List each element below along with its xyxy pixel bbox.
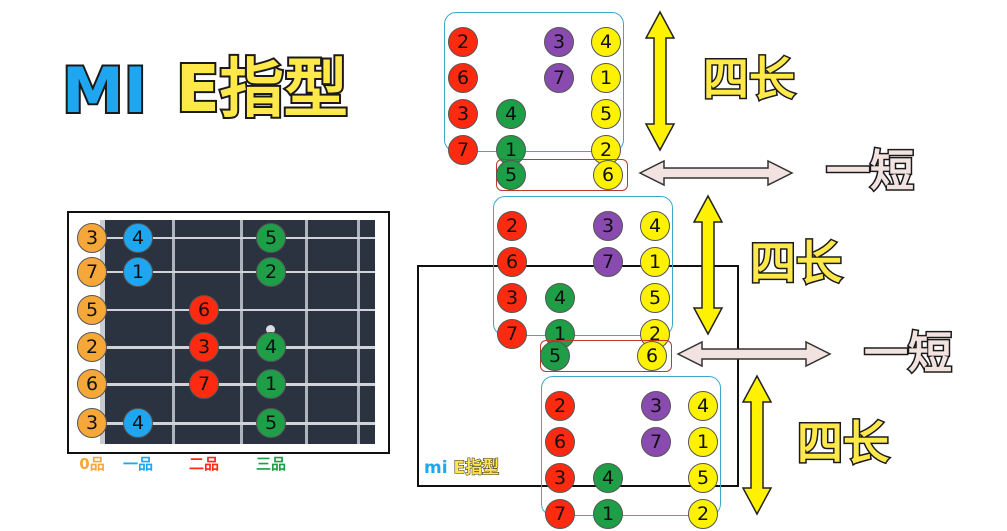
- fretboard-note: 4: [256, 332, 286, 362]
- scale-note: 2: [545, 391, 575, 421]
- inset-label-mi: mi: [424, 458, 448, 478]
- scale-note: 7: [544, 63, 574, 93]
- scale-note: 5: [640, 283, 670, 313]
- scale-note: 4: [591, 27, 621, 57]
- nut: [100, 220, 105, 444]
- fretboard-note: 5: [77, 295, 107, 325]
- scale-note: 1: [640, 247, 670, 277]
- inset-label: mi E指型: [424, 453, 500, 479]
- fretboard-note: 3: [189, 332, 219, 362]
- scale-note: 3: [593, 211, 623, 241]
- label-one-short-2: 一短: [863, 328, 954, 379]
- guitar-string: [103, 346, 375, 349]
- fret-label: 三品: [256, 455, 287, 473]
- scale-note: 1: [688, 427, 718, 457]
- scale-note: 7: [593, 247, 623, 277]
- fretboard-note: 3: [77, 223, 107, 253]
- scale-note: 6: [545, 427, 575, 457]
- scale-note: 3: [641, 391, 671, 421]
- fret-marker-dot: [266, 325, 275, 334]
- guitar-string: [103, 309, 375, 311]
- scale-note: 1: [593, 499, 623, 529]
- fret-wire: [172, 220, 175, 444]
- fretboard-note: 1: [256, 369, 286, 399]
- fretboard-note: 4: [123, 223, 153, 253]
- scale-note: 4: [593, 463, 623, 493]
- scale-note: 4: [640, 211, 670, 241]
- scale-note: 2: [497, 211, 527, 241]
- scale-note: 6: [497, 247, 527, 277]
- title-mi: MI: [60, 54, 149, 127]
- fretboard-note: 2: [256, 257, 286, 287]
- scale-note: 3: [448, 99, 478, 129]
- guitar-string: [103, 383, 375, 386]
- scale-note: 5: [688, 463, 718, 493]
- scale-note: 7: [448, 135, 478, 165]
- scale-note: 3: [544, 27, 574, 57]
- scale-note: 3: [545, 463, 575, 493]
- label-four-long-3: 四长: [796, 416, 891, 470]
- fretboard-note: 5: [256, 223, 286, 253]
- guitar-string: [103, 422, 375, 425]
- fretboard-note: 1: [123, 257, 153, 287]
- fret-wire: [357, 220, 360, 444]
- fretboard-note: 6: [77, 369, 107, 399]
- fretboard-note: 5: [256, 408, 286, 438]
- fret-wire: [305, 220, 308, 444]
- fretboard: [103, 220, 375, 444]
- scale-note: 7: [497, 319, 527, 349]
- scale-note: 6: [637, 341, 667, 371]
- four-long-box: [493, 196, 673, 336]
- scale-note: 1: [591, 63, 621, 93]
- scale-note: 7: [641, 427, 671, 457]
- label-four-long-2: 四长: [749, 236, 844, 290]
- inset-label-e-shape: E指型: [453, 458, 500, 479]
- fretboard-note: 7: [189, 369, 219, 399]
- scale-note: 5: [591, 99, 621, 129]
- fret-label: 0品: [79, 455, 105, 473]
- label-four-long-1: 四长: [702, 52, 797, 106]
- horizontal-arrow-1: [638, 159, 794, 187]
- fret-label: 二品: [189, 455, 220, 473]
- scale-note: 7: [545, 499, 575, 529]
- scale-note: 4: [496, 99, 526, 129]
- scale-note: 2: [688, 499, 718, 529]
- fretboard-note: 7: [77, 257, 107, 287]
- four-long-box: [444, 12, 624, 152]
- scale-note: 4: [688, 391, 718, 421]
- guitar-string: [103, 271, 375, 273]
- vertical-arrow-3: [741, 374, 773, 516]
- guitar-string: [103, 237, 375, 239]
- scale-note: 2: [448, 27, 478, 57]
- scale-note: 6: [593, 160, 623, 190]
- scale-note: 4: [545, 283, 575, 313]
- fretboard-note: 4: [123, 408, 153, 438]
- scale-note: 5: [496, 160, 526, 190]
- fretboard-note: 2: [77, 332, 107, 362]
- fretboard-note: 6: [189, 295, 219, 325]
- fret-label: 一品: [123, 455, 154, 473]
- fret-wire: [240, 220, 243, 444]
- horizontal-arrow-2: [676, 340, 832, 368]
- fretboard-note: 3: [77, 408, 107, 438]
- vertical-arrow-1: [644, 10, 676, 152]
- label-one-short-1: 一短: [825, 146, 916, 197]
- scale-note: 5: [540, 341, 570, 371]
- vertical-arrow-2: [692, 194, 724, 336]
- scale-note: 6: [448, 63, 478, 93]
- title-e-shape: E指型: [174, 53, 350, 127]
- inset-frame: [417, 265, 739, 487]
- scale-note: 3: [497, 283, 527, 313]
- four-long-box: [541, 376, 721, 516]
